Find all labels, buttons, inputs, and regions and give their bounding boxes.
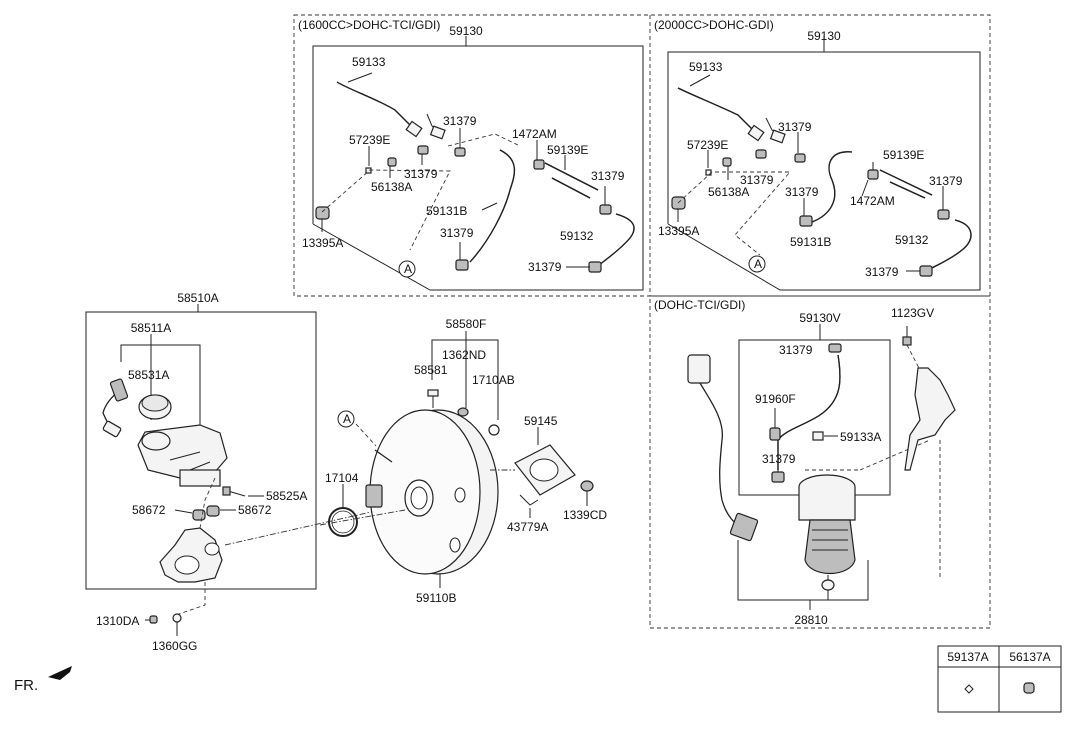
ref-marker-a3: A (343, 412, 351, 426)
vacuum-pump-assembly (687, 324, 956, 610)
label-59133a-c: 59133A (840, 430, 881, 444)
label-31379-a6: 31379 (528, 260, 562, 274)
label-1310da: 1310DA (96, 614, 139, 628)
label-58531a: 58531A (128, 368, 169, 382)
label-59132-a: 59132 (560, 229, 594, 243)
label-31379-c1: 31379 (779, 343, 813, 357)
label-57239e-a: 57239E (349, 133, 390, 147)
master-cylinder-box (85, 311, 317, 590)
label-59130v: 59130V (799, 311, 840, 325)
label-57239e-b: 57239E (687, 138, 728, 152)
label-59133-a: 59133 (352, 55, 386, 69)
label-56138a-a: 56138A (371, 180, 412, 194)
label-58525a: 58525A (266, 489, 307, 503)
label-59139e-a: 59139E (547, 143, 588, 157)
panel-title-tci-gdi: (DOHC-TCI/GDI) (654, 298, 745, 312)
label-31379-a5: 31379 (440, 226, 474, 240)
label-1360gg: 1360GG (152, 639, 197, 653)
label-58580f: 58580F (446, 317, 487, 331)
tci-gdi-frame (649, 295, 991, 629)
label-fr: FR. (14, 677, 38, 694)
label-1710ab: 1710AB (472, 373, 515, 387)
ref-marker-a2: A (754, 257, 762, 271)
label-31379-c2: 31379 (762, 452, 796, 466)
label-56138a-b: 56138A (708, 185, 749, 199)
label-59110b: 59110B (416, 591, 456, 605)
label-31379-b3: 31379 (785, 185, 819, 199)
label-58511a: 58511A (131, 321, 171, 335)
hose-box-59130v (738, 339, 891, 496)
label-13395a-a: 13395A (302, 236, 343, 250)
label-1472am-a: 1472AM (512, 127, 557, 141)
label-31379-b1: 31379 (778, 120, 812, 134)
part-59137a-icon (964, 684, 974, 694)
label-31379-b5: 31379 (865, 265, 899, 279)
panel-title-2000cc: (2000CC>DOHC-GDI) (654, 18, 774, 32)
brake-booster-assembly (319, 331, 594, 588)
master-cylinder-assembly (85, 304, 381, 636)
label-31379-a1: 31379 (443, 114, 477, 128)
label-91960f: 91960F (755, 392, 796, 406)
label-31379-b4: 31379 (929, 174, 963, 188)
label-28810: 28810 (794, 613, 828, 627)
label-59145: 59145 (524, 414, 558, 428)
label-59133-b: 59133 (689, 60, 723, 74)
ref-marker-a1: A (404, 262, 412, 276)
label-1362nd: 1362ND (442, 348, 486, 362)
label-59131b-a: 59131B (426, 204, 467, 218)
parts-table: 59137A 56137A (937, 645, 1062, 713)
assembly-box-1600 (312, 45, 644, 291)
label-31379-a4: 31379 (591, 169, 625, 183)
label-58581: 58581 (414, 363, 448, 377)
part-56137a-icon (1023, 682, 1035, 694)
label-17104: 17104 (325, 471, 359, 485)
label-13395a-b: 13395A (658, 224, 699, 238)
label-59131b-b: 59131B (790, 235, 831, 249)
hose-assembly-2000 (667, 36, 981, 291)
front-direction-indicator: FR. (14, 666, 72, 694)
label-1339cd: 1339CD (563, 508, 607, 522)
label-43779a: 43779A (507, 520, 548, 534)
upper-variants-frame (293, 14, 991, 297)
label-59130-b: 59130 (807, 29, 841, 43)
label-58510a: 58510A (177, 291, 218, 305)
label-1123gv: 1123GV (891, 306, 934, 320)
assembly-box-2000 (667, 51, 981, 291)
label-58672-a: 58672 (132, 503, 166, 517)
table-header-56137a: 56137A (1009, 650, 1050, 664)
label-31379-b2: 31379 (740, 173, 774, 187)
front-arrow-icon (48, 666, 72, 680)
label-59132-b: 59132 (895, 233, 929, 247)
label-31379-a2: 31379 (404, 167, 438, 181)
label-59139e-b: 59139E (883, 148, 924, 162)
panel-title-1600cc: (1600CC>DOHC-TCI/GDI) (298, 18, 440, 32)
label-58672-b: 58672 (238, 503, 272, 517)
hose-assembly-1600 (312, 36, 644, 291)
table-header-59137a: 59137A (947, 650, 988, 664)
label-59130-a: 59130 (449, 24, 483, 38)
label-1472am-b: 1472AM (850, 194, 895, 208)
